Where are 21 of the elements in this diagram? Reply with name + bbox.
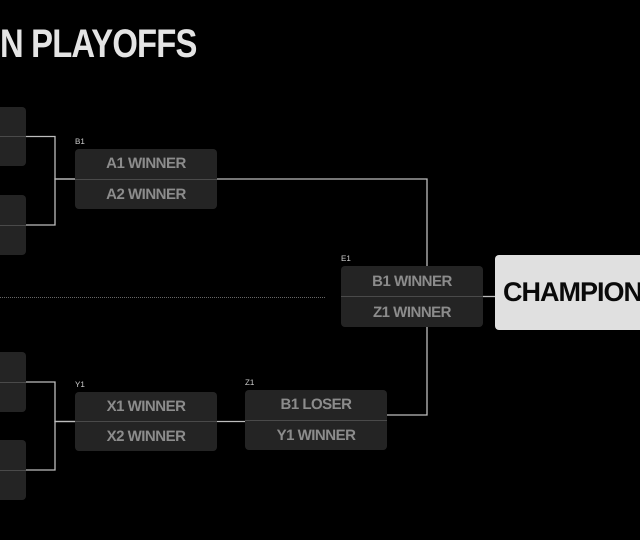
bracket-line [483, 296, 495, 298]
team-slot: A1 WINNER [106, 155, 186, 172]
match-code: Z1 [245, 378, 254, 387]
team-slot: B1 LOSER [280, 396, 352, 414]
champion-label: CHAMPION [503, 277, 640, 308]
team-slot: X2 WINNER [106, 428, 186, 445]
match-code: B1 [75, 137, 85, 146]
team-slot: B1 WINNER [372, 272, 452, 290]
team-slot: Z1 WINNER [373, 304, 451, 320]
match-code: Y1 [75, 380, 85, 389]
bracket-line [217, 178, 428, 266]
title: N PLAYOFFS [0, 22, 197, 67]
bracket-line [217, 420, 245, 422]
bracket-line [26, 178, 75, 226]
team-slot: A2 WINNER [106, 186, 186, 203]
team-slot: X1 WINNER [106, 398, 186, 415]
bracket-line [387, 327, 428, 416]
bracket-line [26, 420, 75, 471]
match-code: E1 [341, 254, 351, 263]
champion-box [495, 255, 640, 330]
team-slot: Y1 WINNER [276, 426, 356, 444]
